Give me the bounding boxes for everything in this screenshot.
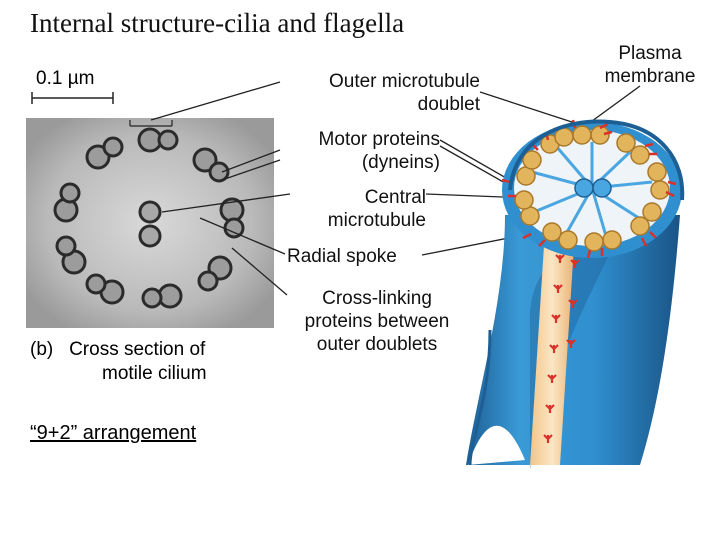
label-motor-proteins: Motor proteins (dyneins) (280, 128, 440, 174)
arrangement-label: “9+2” arrangement (30, 422, 197, 444)
label-radial-spoke: Radial spoke (287, 246, 397, 267)
label-central-line2: microtubule (327, 210, 426, 231)
scale-bar (31, 92, 114, 104)
outer-doublets (514, 125, 670, 252)
caption-text-1: Cross section of (69, 339, 206, 360)
label-motor-proteins-line1: Motor proteins (318, 129, 440, 150)
label-motor-proteins-line2: (dyneins) (361, 152, 440, 173)
electron-micrograph (26, 118, 274, 328)
cross-linking-marks (543, 254, 580, 443)
label-plasma-line1: Plasma (618, 43, 682, 64)
label-outer-doublet-line1: Outer microtubule (328, 71, 480, 92)
label-cross-linking-line1: Cross-linking (322, 288, 432, 309)
label-outer-doublet-line2: doublet (417, 94, 480, 115)
label-plasma-membrane: Plasma membrane (586, 42, 714, 88)
cilium-illustration (466, 119, 685, 470)
label-cross-linking-line3: outer doublets (316, 334, 438, 355)
micrograph-doublets (53, 127, 245, 309)
label-cross-linking: Cross-linking proteins between outer dou… (282, 287, 472, 356)
label-plasma-line2: membrane (604, 66, 696, 87)
caption-line2: motile cilium (102, 363, 207, 384)
label-central-microtubule: Central microtubule (290, 186, 426, 232)
micrograph-central-pair (138, 200, 162, 248)
central-pair (574, 178, 612, 198)
label-central-line1: Central (364, 187, 426, 208)
label-outer-doublet: Outer microtubule doublet (282, 70, 480, 116)
page-title: Internal structure-cilia and flagella (30, 8, 405, 38)
scale-bar-label: 0.1 µm (36, 68, 95, 89)
caption-part: (b) (30, 339, 54, 360)
figure-caption: (b) Cross section of motile cilium (30, 338, 207, 386)
label-cross-linking-line2: proteins between (304, 311, 450, 332)
cilium-membrane-outer (466, 215, 680, 465)
caption-line1: (b) Cross section of (30, 338, 207, 362)
